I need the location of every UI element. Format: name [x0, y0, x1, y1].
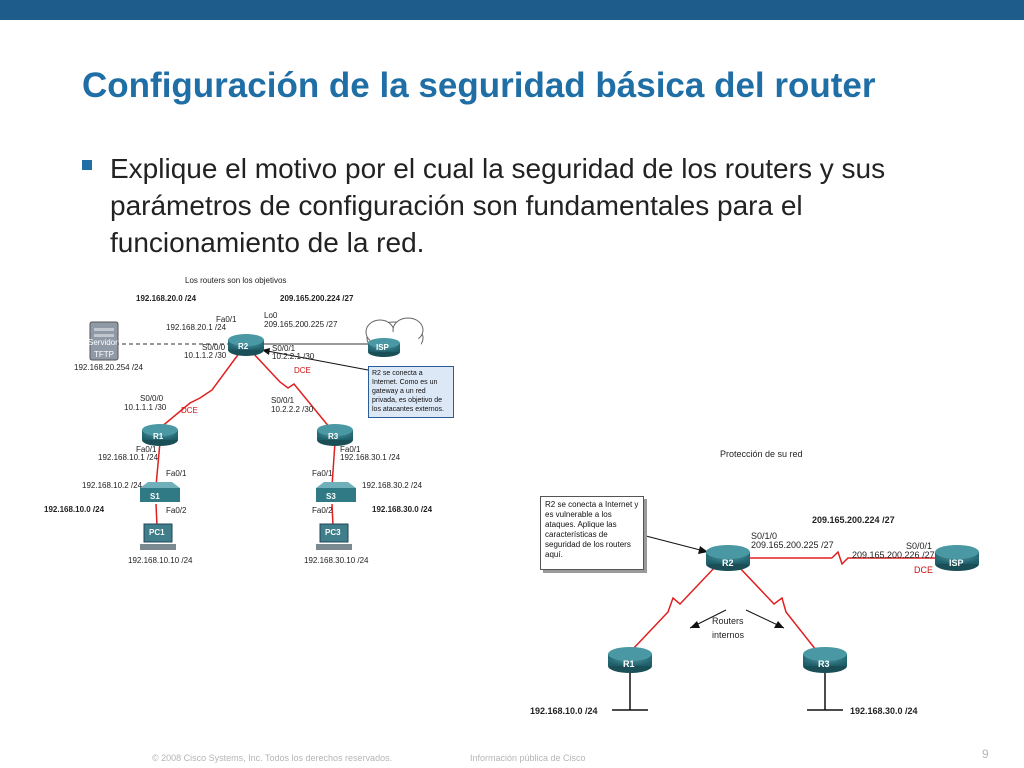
r2-label: R2: [722, 558, 734, 568]
net20-label: 192.168.20.0 /24: [136, 294, 197, 303]
bullet-text: Explique el motivo por el cual la seguri…: [110, 153, 886, 258]
r3-fa01-label: Fa0/1: [340, 445, 361, 454]
isp-s001-label: S0/0/1: [906, 541, 933, 551]
protection-drawing: [608, 535, 979, 711]
s3-ip: 192.168.30.2 /24: [362, 481, 423, 490]
r3-label: R3: [328, 432, 339, 441]
server-ip: 192.168.20.254 /24: [74, 363, 143, 372]
s1-fa02-label: Fa0/2: [166, 506, 187, 515]
r2-lo0-ip: 209.165.200.225 /27: [264, 320, 338, 329]
dce-label: DCE: [914, 565, 934, 575]
topology-drawing: [89, 317, 424, 550]
topology-diagram-targets: Los routers son los objetivos 192.168.20…: [40, 270, 470, 570]
internal-routers-label: Routers internos: [712, 616, 745, 640]
router-isp-icon: [368, 338, 400, 357]
router-r2-icon: [228, 334, 264, 356]
s3-pc3-link: [331, 503, 334, 527]
isp-label: ISP: [376, 343, 389, 352]
r1-s1-link: [155, 441, 161, 487]
r2-s001-ip: 10.2.2.1 /30: [272, 352, 315, 361]
r3-s3-link: [331, 441, 336, 487]
r2-r1-serial-link: [159, 351, 241, 429]
r2-fa01-ip: 192.168.20.1 /24: [166, 323, 227, 332]
r1-fa01-label: Fa0/1: [136, 445, 157, 454]
tftp-label: TFTP: [94, 350, 114, 359]
router-r1-icon: [142, 424, 178, 446]
slide-title: Configuración de la seguridad básica del…: [82, 66, 876, 105]
topology-diagram-protection: Protección de su red R2 se conecta a Int…: [520, 440, 988, 722]
isp-label: ISP: [949, 558, 964, 568]
r2-r3-serial-link: [251, 351, 331, 429]
r3-s001-label: S0/0/1: [271, 396, 295, 405]
net209-label: 209.165.200.224 /27: [280, 294, 354, 303]
r2-s000-label: S0/0/0: [202, 343, 226, 352]
net10-label: 192.168.10.0 /24: [530, 706, 598, 716]
r2-s001-label: S0/0/1: [272, 344, 296, 353]
server-icon: [89, 321, 119, 361]
r2-label: R2: [238, 342, 249, 351]
r2-r3-serial-link: [737, 565, 817, 651]
server-label: Servidor: [88, 338, 118, 347]
pc3-label: PC3: [325, 528, 341, 537]
pc3-ip: 192.168.30.10 /24: [304, 556, 369, 565]
footer-copyright: © 2008 Cisco Systems, Inc. Todos los der…: [152, 753, 393, 763]
top-banner: [0, 0, 1024, 20]
net10-label: 192.168.10.0 /24: [44, 505, 105, 514]
r1-s000-label: S0/0/0: [140, 394, 164, 403]
router-r2-icon: [706, 545, 750, 571]
pc3-icon: [316, 523, 352, 550]
r2-r1-serial-link: [631, 565, 717, 651]
diagram2-title: Protección de su red: [720, 449, 803, 459]
r1-s000-ip: 10.1.1.1 /30: [124, 403, 167, 412]
net30-label: 192.168.30.0 /24: [850, 706, 918, 716]
pc1-icon: [140, 523, 176, 550]
r1-fa01-ip: 192.168.10.1 /24: [98, 453, 159, 462]
pc1-label: PC1: [149, 528, 165, 537]
r2-s000-ip: 10.1.1.2 /30: [184, 351, 227, 360]
callout-apply-security: R2 se conecta a Internet y es vulnerable…: [540, 496, 644, 570]
switch-s3-icon: [316, 482, 356, 502]
router-r3-icon: [317, 424, 353, 446]
net30-label: 192.168.30.0 /24: [372, 505, 433, 514]
r1-label: R1: [623, 659, 635, 669]
r2-lo0-label: Lo0: [264, 311, 278, 320]
r2-fa01-label: Fa0/1: [216, 315, 237, 324]
s3-fa02-label: Fa0/2: [312, 506, 333, 515]
isp-s001-ip: 209.165.200.226 /27: [852, 550, 935, 560]
s1-fa01-label: Fa0/1: [166, 469, 187, 478]
footer-info: Información pública de Cisco: [470, 753, 586, 763]
net209-label: 209.165.200.224 /27: [812, 515, 895, 525]
r1-label: R1: [153, 432, 164, 441]
s3-fa01-label: Fa0/1: [312, 469, 333, 478]
s1-label: S1: [150, 492, 160, 501]
page-number: 9: [982, 747, 989, 761]
s3-label: S3: [326, 492, 336, 501]
r2-s010-ip: 209.165.200.225 /27: [751, 540, 834, 550]
r3-fa01-ip: 192.168.30.1 /24: [340, 453, 401, 462]
bullet-marker: [82, 160, 92, 170]
diagram1-title: Los routers son los objetivos: [185, 276, 287, 285]
r3-label: R3: [818, 659, 830, 669]
router-r1-icon: [608, 647, 652, 673]
dce-r1-label: DCE: [181, 406, 198, 415]
router-isp-icon: [935, 545, 979, 571]
router-r3-icon: [803, 647, 847, 673]
dce-r2-label: DCE: [294, 366, 311, 375]
callout-r2-target: R2 se conecta a Internet. Como es un gat…: [368, 366, 454, 418]
s1-pc1-link: [155, 503, 158, 527]
s1-ip: 192.168.10.2 /24: [82, 481, 143, 490]
callout-arrow: [261, 349, 369, 371]
callout-arrow: [645, 535, 709, 553]
r2-s010-label: S0/1/0: [751, 531, 778, 541]
pc1-ip: 192.168.10.10 /24: [128, 556, 193, 565]
r3-s001-ip: 10.2.2.2 /30: [271, 405, 314, 414]
switch-s1-icon: [140, 482, 180, 502]
